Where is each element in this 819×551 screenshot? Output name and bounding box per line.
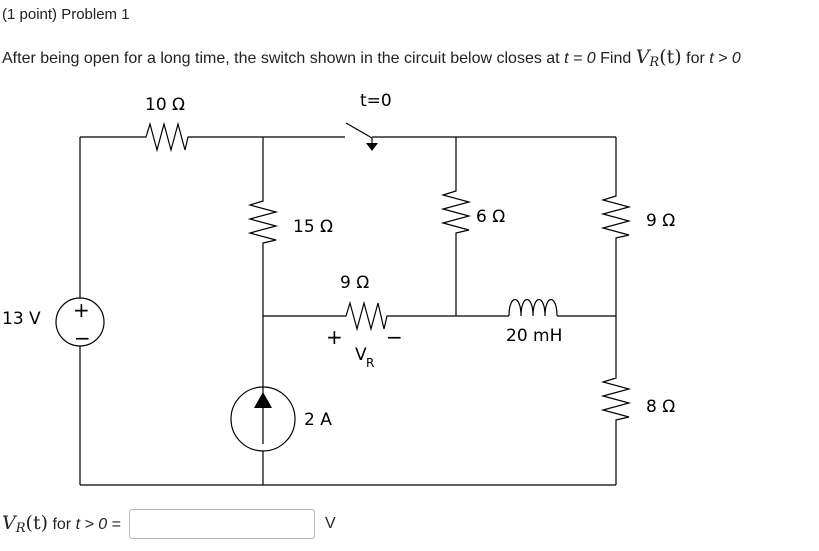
resistor-8-label: 8 Ω [646,397,675,417]
voltage-source-label: 13 V [2,309,41,329]
problem-statement: After being open for a long time, the sw… [2,46,741,70]
resistor-8-zigzag [600,375,632,425]
resistor-10-zigzag [140,121,190,153]
resistor-15-label: 15 Ω [293,217,333,237]
answer-function: VR(t) [2,512,48,536]
resistor-9-mid-zigzag [343,300,391,332]
circuit-diagram: 10 Ω t=0 13 V + − 15 Ω 9 Ω + − V R 6 Ω 2… [0,88,681,488]
answer-label: VR(t) for t > 0 = [2,512,121,536]
vr-minus-sign: − [386,325,403,349]
problem-find-text: Find [595,50,636,67]
answer-input[interactable] [128,509,315,539]
problem-condition: t > 0 [709,50,741,67]
circuit-svg: 10 Ω t=0 13 V + − 15 Ω 9 Ω + − V R 6 Ω 2… [2,91,675,486]
problem-for-text: for [681,50,710,67]
resistor-6-label: 6 Ω [476,207,505,227]
inductor-label: 20 mH [506,326,562,346]
resistor-9-right-label: 9 Ω [646,211,675,231]
problem-header: (1 point) Problem 1 [2,6,130,23]
voltage-source-minus: − [74,326,91,350]
answer-unit-label: V [324,515,336,532]
resistor-10-label: 10 Ω [145,95,185,115]
current-arrow-icon [254,392,272,408]
answer-row: VR(t) for t > 0 = V [2,508,336,540]
current-source-label: 2 A [304,410,332,430]
problem-equals-zero: = 0 [568,50,596,67]
voltage-source-plus: + [73,298,90,322]
vr-plus-sign: + [326,325,343,349]
problem-t-var: t [564,50,569,67]
switch-blade [345,122,373,139]
resistor-15-zigzag [247,198,279,248]
inductor-coil [508,298,558,317]
vr-subscript: R [366,356,374,370]
resistor-9-mid-label: 9 Ω [340,273,369,293]
vr-label: V [355,345,367,365]
circuit-background [0,88,681,488]
switch-label: t=0 [360,91,392,111]
resistor-9-right-zigzag [600,193,632,243]
resistor-6-zigzag [440,188,472,238]
problem-function: VR(t) [635,46,682,70]
switch-arrow-icon [366,143,378,151]
problem-text: After being open for a long time, the sw… [2,50,565,67]
